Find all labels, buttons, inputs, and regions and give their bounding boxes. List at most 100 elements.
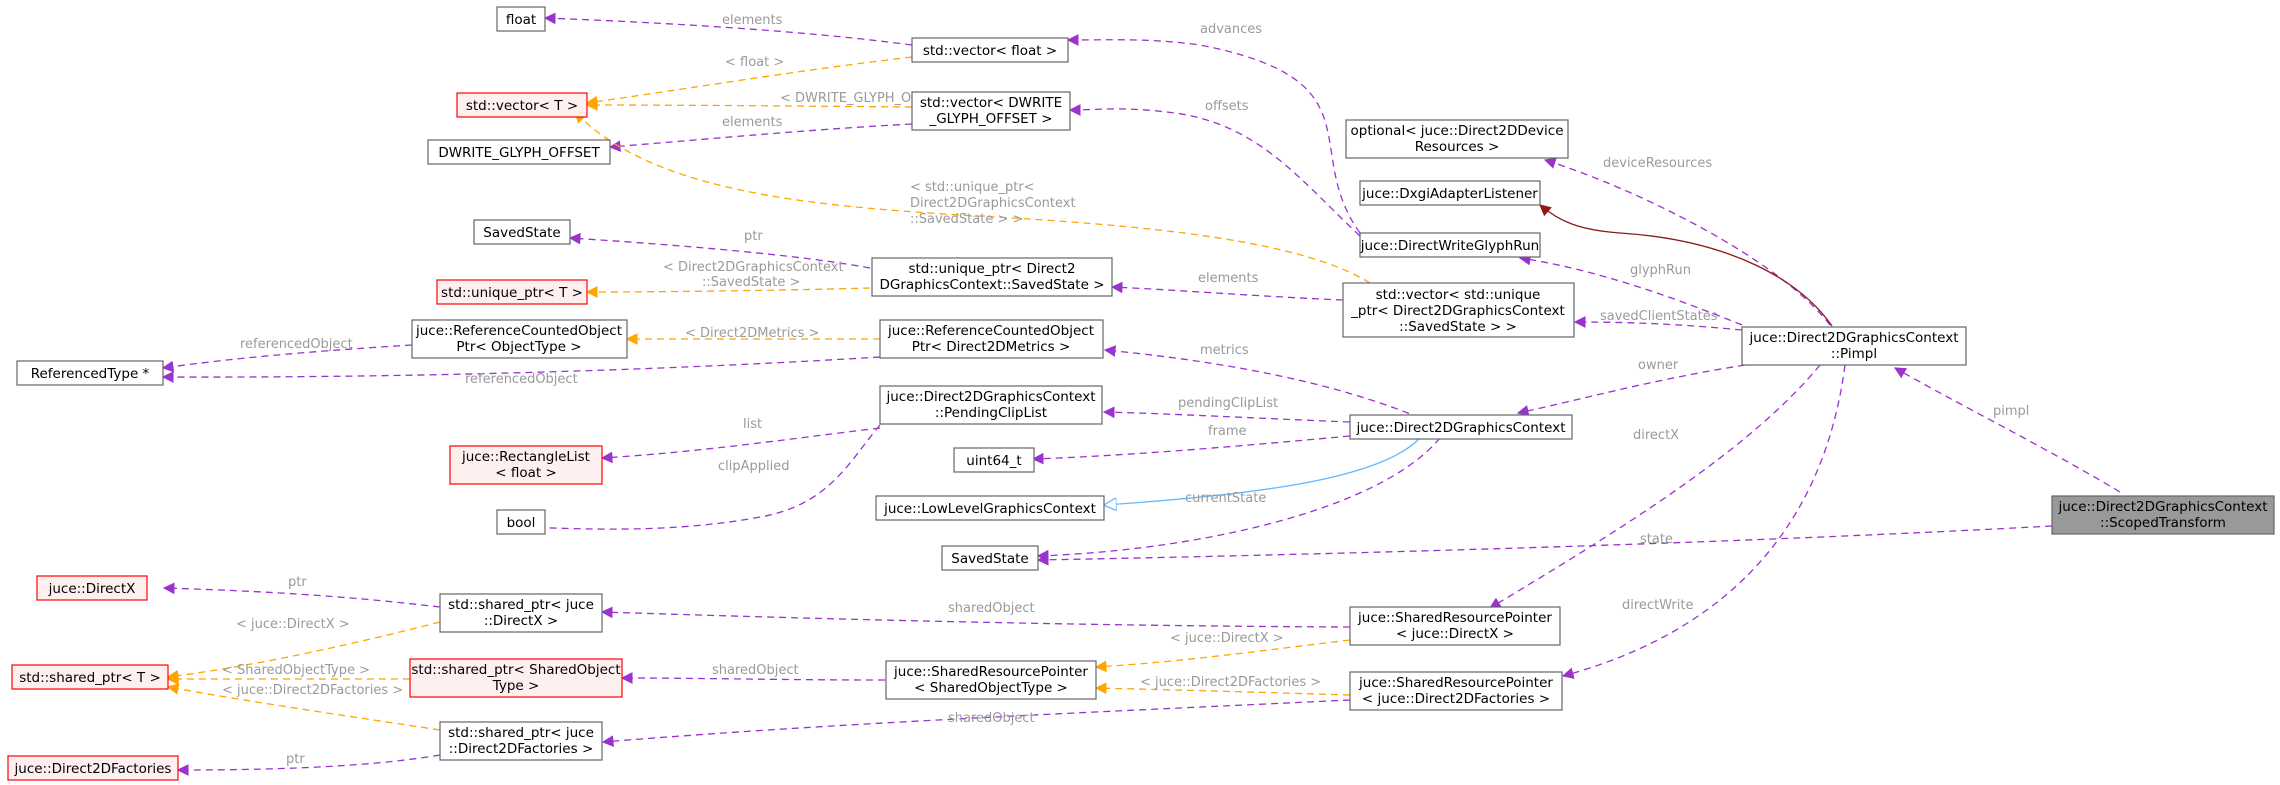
node-refcounted-metrics-label: juce::ReferenceCountedObject — [887, 323, 1094, 339]
edge-pimpl: pimpl — [1893, 367, 2121, 493]
node-refcounted-objecttype-label: Ptr< ObjectType > — [456, 339, 581, 355]
edge-directx-template-2-line — [1094, 639, 1351, 673]
node-srp-direct2d-factories-label: juce::SharedResourcePointer — [1358, 675, 1553, 691]
node-srp-sharedobjecttype-box — [885, 660, 1097, 700]
edge-d2d-metrics-template: < Direct2DMetrics > — [625, 326, 880, 345]
node-unique-ptr-t-label: std::unique_ptr< T > — [441, 285, 583, 301]
edge-directx-template-2-label: < juce::DirectX > — [1170, 631, 1284, 646]
node-direct-write-glyph-run-label: juce::DirectWriteGlyphRun — [1360, 238, 1539, 254]
node-pending-clip-list-label: ::PendingClipList — [935, 405, 1047, 421]
node-refcounted-metrics[interactable]: juce::ReferenceCountedObject Ptr< Direct… — [879, 319, 1104, 359]
edge-ptr-savedstate: ptr — [568, 229, 871, 269]
edge-referenced-object-a: referencedObject — [161, 337, 413, 373]
edge-device-resources: deviceResources — [1543, 156, 1831, 326]
edge-offsets: offsets — [1068, 99, 1361, 237]
node-pending-clip-list[interactable]: juce::Direct2DGraphicsContext ::PendingC… — [879, 385, 1103, 425]
edge-d2d-factories-template-2-label: < juce::Direct2DFactories > — [1140, 675, 1321, 690]
edge-pimpl-line — [1893, 367, 2121, 493]
node-saved-state-b-box — [941, 545, 1039, 571]
node-low-level-graphics-context[interactable]: juce::LowLevelGraphicsContext — [875, 495, 1105, 521]
node-vector-unique-ptr-savedstate-box — [1342, 282, 1575, 338]
node-std-vector-t-box — [456, 92, 588, 118]
node-float-box — [496, 6, 546, 32]
node-pimpl-box — [1741, 326, 1967, 366]
node-unique-ptr-t-box — [436, 279, 588, 305]
edge-shared-object-b-label: sharedObject — [712, 663, 799, 678]
node-srp-directx-box — [1349, 606, 1561, 646]
edge-owner-line — [1516, 364, 1746, 417]
node-shared-ptr-directx-label: std::shared_ptr< juce — [448, 597, 594, 613]
node-srp-directx[interactable]: juce::SharedResourcePointer < juce::Dire… — [1349, 606, 1561, 646]
edge-owner-label: owner — [1638, 358, 1679, 373]
node-shared-ptr-directx-box — [439, 593, 603, 633]
edge-shared-object-a-line — [600, 606, 1351, 628]
node-juce-directx[interactable]: juce::DirectX — [36, 575, 148, 601]
node-shared-ptr-direct2d-factories[interactable]: std::shared_ptr< juce ::Direct2DFactorie… — [439, 721, 603, 761]
node-vector-float-box — [911, 37, 1069, 63]
node-optional-device-resources[interactable]: optional< juce::Direct2DDevice Resources… — [1345, 119, 1569, 159]
node-vector-dwrite-glyph-offset-label: _GLYPH_OFFSET > — [928, 111, 1052, 127]
node-shared-ptr-t-box — [11, 664, 169, 690]
node-pimpl[interactable]: juce::Direct2DGraphicsContext ::Pimpl — [1741, 326, 1967, 366]
node-float[interactable]: float — [496, 6, 546, 32]
node-vector-float[interactable]: std::vector< float > — [911, 37, 1069, 63]
node-direct-write-glyph-run-box — [1359, 232, 1541, 258]
node-shared-ptr-t-label: std::shared_ptr< T > — [19, 670, 161, 686]
node-refcounted-objecttype[interactable]: juce::ReferenceCountedObject Ptr< Object… — [411, 319, 628, 359]
node-bool-label: bool — [507, 515, 536, 531]
node-referenced-type[interactable]: ReferencedType * — [16, 360, 164, 386]
node-unique-ptr-savedstate-box — [871, 257, 1113, 297]
edge-ptr-factories: ptr — [176, 752, 441, 776]
node-saved-state-a[interactable]: SavedState — [473, 219, 571, 245]
node-dxgi-adapter-listener[interactable]: juce::DxgiAdapterListener — [1359, 180, 1541, 206]
node-unique-ptr-savedstate[interactable]: std::unique_ptr< Direct2 DGraphicsContex… — [871, 257, 1113, 297]
edge-current-state-label: currentState — [1185, 491, 1266, 506]
node-vector-dwrite-glyph-offset[interactable]: std::vector< DWRITE _GLYPH_OFFSET > — [911, 91, 1071, 131]
node-shared-ptr-t[interactable]: std::shared_ptr< T > — [11, 664, 169, 690]
edge-pending-clip-list-line — [1102, 406, 1351, 423]
node-srp-direct2d-factories[interactable]: juce::SharedResourcePointer < juce::Dire… — [1349, 671, 1563, 711]
node-float-label: float — [506, 12, 536, 28]
edge-device-resources-label: deviceResources — [1603, 156, 1712, 171]
edge-d2d-factories-template-2-line — [1094, 682, 1351, 696]
node-dwrite-glyph-offset-box — [427, 139, 611, 165]
edge-owner: owner — [1516, 358, 1746, 417]
edge-pending-clip-list-label: pendingClipList — [1178, 396, 1278, 411]
node-optional-device-resources-label: optional< juce::Direct2DDevice — [1350, 123, 1563, 139]
edge-directx-template-label: < juce::DirectX > — [236, 617, 350, 632]
edge-list: list — [600, 417, 881, 464]
edge-ptr-factories-label: ptr — [286, 752, 305, 767]
edge-inheritance — [1105, 437, 1421, 505]
node-refcounted-metrics-label: Ptr< Direct2DMetrics > — [912, 339, 1071, 355]
node-shared-ptr-directx[interactable]: std::shared_ptr< juce ::DirectX > — [439, 593, 603, 633]
edge-advances-label: advances — [1200, 22, 1262, 37]
edge-current-state-line — [1036, 437, 1441, 562]
node-shared-ptr-sharedobjecttype[interactable]: std::shared_ptr< SharedObject Type > — [409, 658, 623, 698]
node-saved-state-b[interactable]: SavedState — [941, 545, 1039, 571]
node-low-level-graphics-context-box — [875, 495, 1105, 521]
node-rectangle-list-label: < float > — [495, 465, 557, 481]
node-juce-direct2d-factories[interactable]: juce::Direct2DFactories — [7, 755, 179, 781]
edge-direct-write-label: directWrite — [1622, 598, 1694, 613]
node-scoped-transform[interactable]: juce::Direct2DGraphicsContext ::ScopedTr… — [2051, 495, 2275, 535]
edge-current-state: currentState — [1036, 437, 1441, 562]
edge-unique-ptr-template-label: < std::unique_ptr< — [910, 180, 1035, 195]
node-bool[interactable]: bool — [496, 509, 546, 535]
edge-d2d-savedstate-template-line — [585, 286, 871, 298]
node-rectangle-list[interactable]: juce::RectangleList < float > — [449, 445, 603, 485]
node-bool-box — [496, 509, 546, 535]
node-shared-ptr-direct2d-factories-box — [439, 721, 603, 761]
edge-advances-line — [1066, 34, 1361, 234]
node-vector-unique-ptr-savedstate[interactable]: std::vector< std::unique _ptr< Direct2DG… — [1342, 282, 1575, 338]
node-direct2d-graphics-context-box — [1349, 414, 1573, 440]
node-srp-sharedobjecttype[interactable]: juce::SharedResourcePointer < SharedObje… — [885, 660, 1097, 700]
node-uint64-label: uint64_t — [966, 453, 1021, 469]
node-direct2d-graphics-context[interactable]: juce::Direct2DGraphicsContext — [1349, 414, 1573, 440]
node-direct-write-glyph-run[interactable]: juce::DirectWriteGlyphRun — [1359, 232, 1541, 258]
node-refcounted-objecttype-box — [411, 319, 628, 359]
node-uint64[interactable]: uint64_t — [953, 447, 1035, 473]
node-dwrite-glyph-offset[interactable]: DWRITE_GLYPH_OFFSET — [427, 139, 611, 165]
node-std-vector-t[interactable]: std::vector< T > — [456, 92, 588, 118]
node-unique-ptr-t[interactable]: std::unique_ptr< T > — [436, 279, 588, 305]
